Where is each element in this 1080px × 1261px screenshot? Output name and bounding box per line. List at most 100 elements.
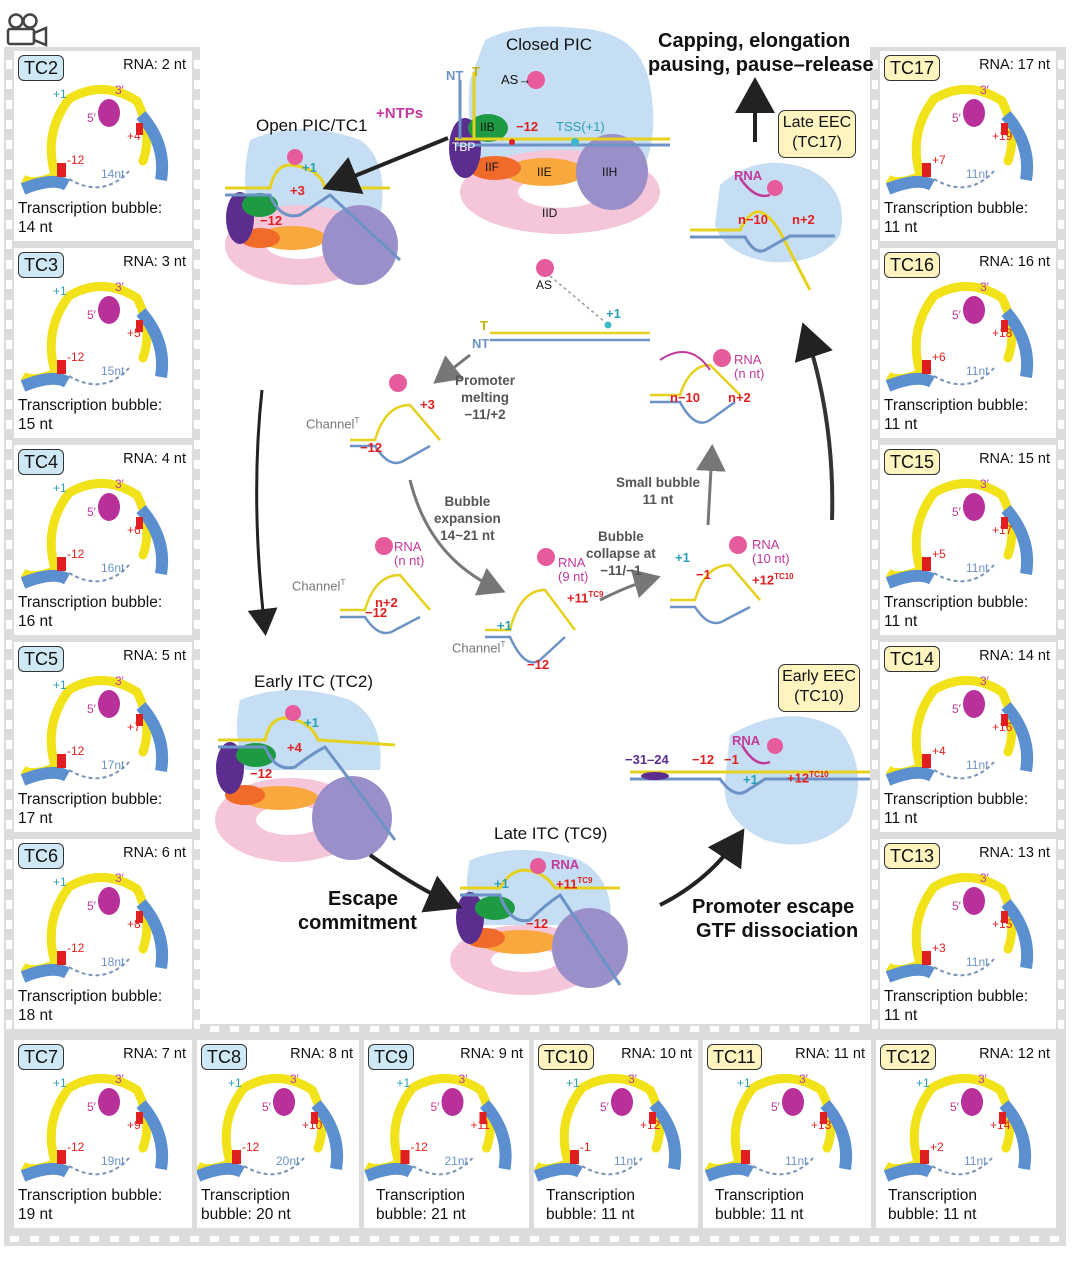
inner-cycle	[340, 259, 761, 664]
rna-expansion: RNA(n nt)	[394, 539, 425, 568]
iid-label: IID	[542, 206, 558, 220]
bubble-structure-tc11	[704, 1074, 853, 1182]
bubble-caption-line2: bubble: 11 nt	[888, 1206, 977, 1223]
bubble-structure-tc6	[20, 873, 169, 983]
early-eec-line1: Early EEC	[782, 668, 856, 685]
minus-position-label: +7	[932, 153, 946, 167]
arrow-to-late-itc	[368, 853, 463, 913]
transcription-bubble-caption: Transcription bubble:11 nt	[884, 987, 1028, 1025]
bubble-structure-tc9	[364, 1074, 512, 1182]
plus1-label: +1	[53, 875, 67, 889]
minus-position-label: -12	[242, 1140, 260, 1154]
rna-3-prime-label: 3′	[115, 871, 124, 885]
promoter-melting-label: Promoter melting −11/+2	[455, 372, 515, 423]
minus-position-label: +6	[932, 350, 946, 364]
rna-5-prime-label: 5′	[87, 111, 96, 125]
plus-position-label: +10	[302, 1118, 323, 1132]
rna-length-label: RNA: 14 nt	[979, 648, 1050, 664]
minus-position-label: -12	[410, 1140, 428, 1154]
rna-3-prime-label: 3′	[978, 1072, 987, 1086]
rna-3-prime-label: 3′	[115, 477, 124, 491]
rna-3-prime-label: 3′	[290, 1072, 299, 1086]
rna-early-eec: RNA	[732, 733, 761, 748]
bubble-structure-tc14	[885, 676, 1034, 786]
channel-label-3: ChannelT	[452, 640, 506, 656]
late-eec-box: Late EEC (TC17)	[778, 110, 856, 158]
bubble-caption-line1: Transcription bubble:	[18, 791, 163, 808]
plus1-label: +1	[737, 1076, 751, 1090]
plus1-late-itc: +1	[494, 876, 509, 891]
rna-small: RNA(n nt)	[734, 352, 765, 381]
rna-3-prime-label: 3′	[980, 280, 989, 294]
plus1-label: +1	[916, 1076, 930, 1090]
bubble-structure-tc2	[20, 85, 169, 195]
rna-5-prime-label: 5′	[262, 1100, 271, 1114]
bubble-size-label: 17nt	[101, 758, 125, 772]
plus1-inner: +1	[606, 306, 621, 321]
frame-id-badge: TC13	[884, 843, 941, 869]
bubble-caption-line2: bubble: 11 nt	[715, 1206, 804, 1223]
bubble-collapse-label: Bubble collapse at −11/−1	[586, 528, 656, 579]
minus12-open: −12	[260, 213, 283, 228]
plus1-label: +1	[396, 1076, 411, 1090]
frame-id-badge: TC12	[880, 1044, 937, 1070]
bubble-caption-line1: Transcription bubble:	[884, 594, 1029, 611]
frame-id-badge: TC11	[707, 1044, 762, 1070]
minus-position-label: -12	[67, 350, 85, 364]
minus12-early-itc: −12	[250, 766, 273, 781]
bubble-caption-line2: 11 nt	[884, 219, 918, 236]
minus12-late-itc: −12	[526, 916, 549, 931]
rna-length-label: RNA: 7 nt	[123, 1046, 186, 1062]
bubble-caption-line1: Transcription bubble:	[18, 1187, 163, 1204]
minus12-early-eec: −12	[692, 752, 715, 767]
bubble-size-label: 11nt	[966, 364, 989, 378]
expansion-line2: expansion	[434, 511, 501, 526]
frame-id-badge: TC10	[538, 1044, 595, 1070]
capping-label-line1: Capping, elongation	[658, 30, 851, 52]
arrow-open-to-early-itc	[247, 389, 278, 636]
bubble-size-label: 20nt	[276, 1154, 300, 1168]
bubble-caption-line1: Transcription bubble:	[884, 791, 1029, 808]
bubble-caption-line1: Transcription bubble:	[18, 200, 163, 217]
plus12-tc10: +12TC10	[752, 572, 794, 588]
bubble-size-label: 14nt	[101, 167, 125, 181]
plus3-melt: +3	[420, 397, 435, 412]
bubble-structure-tc10	[534, 1074, 682, 1182]
arrow-closed-to-open	[322, 136, 449, 194]
plus-position-label: +7	[127, 720, 141, 734]
iib-label: IIB	[480, 120, 495, 134]
melting-line1: Promoter	[455, 373, 516, 388]
late-eec-line2: (TC17)	[792, 134, 842, 151]
closed-pic-label: Closed PIC	[506, 35, 592, 54]
rna-3-prime-label: 3′	[628, 1072, 637, 1086]
bubble-caption-line2: 16 nt	[18, 613, 53, 630]
rna-5-prime-label: 5′	[952, 702, 961, 716]
bubble-caption-line2: bubble: 11 nt	[546, 1206, 635, 1223]
bubble-size-label: 11nt	[614, 1154, 637, 1168]
bubble-caption-line1: Transcription	[715, 1187, 805, 1204]
rna-length-label: RNA: 16 nt	[979, 254, 1050, 270]
minus-position-label: -12	[67, 941, 85, 955]
rna-5-prime-label: 5′	[600, 1100, 609, 1114]
frame-id-badge: TC16	[884, 252, 941, 278]
rna-5-prime-label: 5′	[952, 505, 961, 519]
plus4-early-itc: +4	[287, 740, 302, 755]
frame-id-badge: TC9	[368, 1044, 415, 1070]
rna-length-label: RNA: 2 nt	[123, 57, 186, 73]
bubble-caption-line2: 18 nt	[18, 1007, 53, 1024]
bubble-size-label: 11nt	[966, 758, 989, 772]
open-pic-label: Open PIC/TC1	[256, 116, 368, 135]
rna-length-label: RNA: 9 nt	[460, 1046, 523, 1062]
rna-tc10: RNA(10 nt)	[752, 537, 790, 566]
as-arrow-label: AS→	[501, 72, 532, 87]
rna-5-prime-label: 5′	[952, 899, 961, 913]
as-label-inner: AS	[536, 278, 553, 292]
rna-5-prime-label: 5′	[430, 1100, 440, 1114]
late-itc-label: Late ITC (TC9)	[494, 824, 608, 843]
plus-position-label: +16	[992, 720, 1013, 734]
